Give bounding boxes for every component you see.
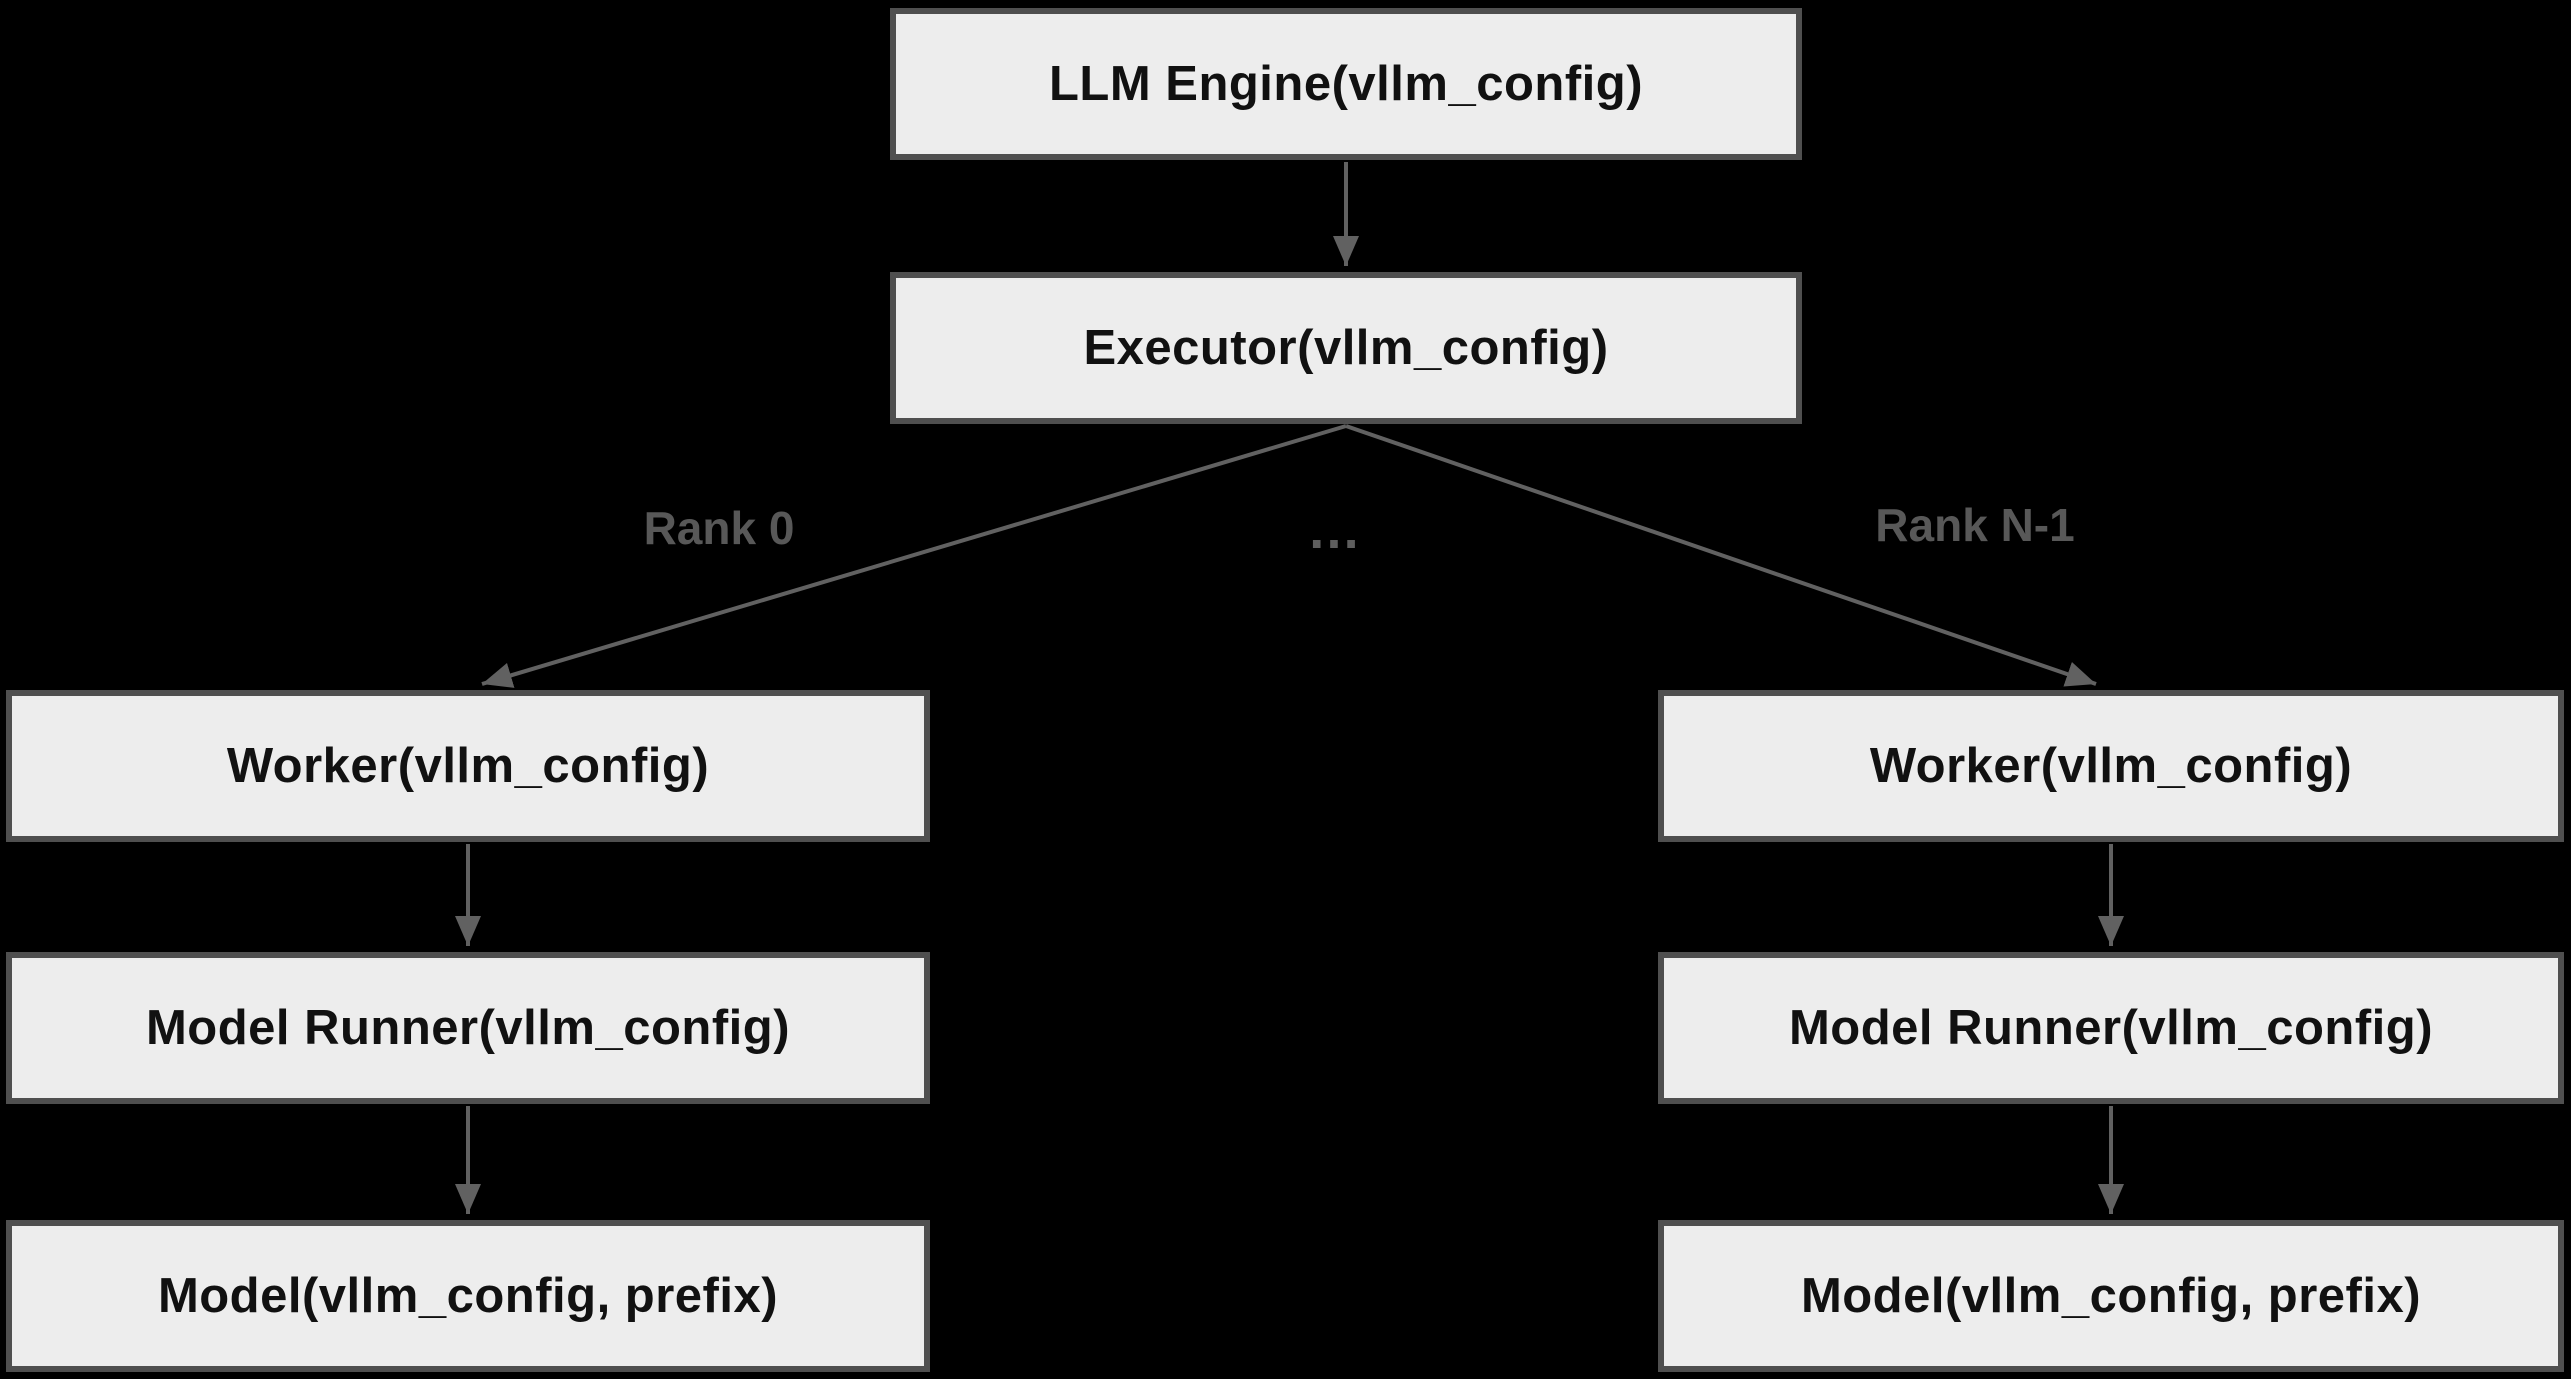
node-worker-left-label: Worker(vllm_config): [226, 739, 710, 793]
node-llm-engine: LLM Engine(vllm_config): [890, 8, 1802, 160]
edge-label-ellipsis: …: [1307, 500, 1363, 560]
node-model-right-label: Model(vllm_config, prefix): [1800, 1269, 2422, 1323]
edge-label-rank-0: Rank 0: [643, 502, 795, 554]
node-model-runner-right: Model Runner(vllm_config): [1658, 952, 2564, 1104]
node-executor-label: Executor(vllm_config): [1083, 321, 1609, 375]
node-executor: Executor(vllm_config): [890, 272, 1802, 424]
node-worker-right-label: Worker(vllm_config): [1869, 739, 2353, 793]
node-model-runner-left-label: Model Runner(vllm_config): [145, 1001, 791, 1055]
arrow-executor-to-worker-left: [481, 424, 1347, 688]
node-model-runner-left: Model Runner(vllm_config): [6, 952, 930, 1104]
node-worker-left: Worker(vllm_config): [6, 690, 930, 842]
node-model-left-label: Model(vllm_config, prefix): [157, 1269, 779, 1323]
node-llm-engine-label: LLM Engine(vllm_config): [1048, 57, 1644, 111]
node-model-runner-right-label: Model Runner(vllm_config): [1788, 1001, 2434, 1055]
arrow-executor-to-worker-right: [1345, 424, 2097, 687]
node-model-right: Model(vllm_config, prefix): [1658, 1220, 2564, 1372]
node-worker-right: Worker(vllm_config): [1658, 690, 2564, 842]
edge-label-rank-n-1: Rank N-1: [1875, 499, 2075, 551]
node-model-left: Model(vllm_config, prefix): [6, 1220, 930, 1372]
